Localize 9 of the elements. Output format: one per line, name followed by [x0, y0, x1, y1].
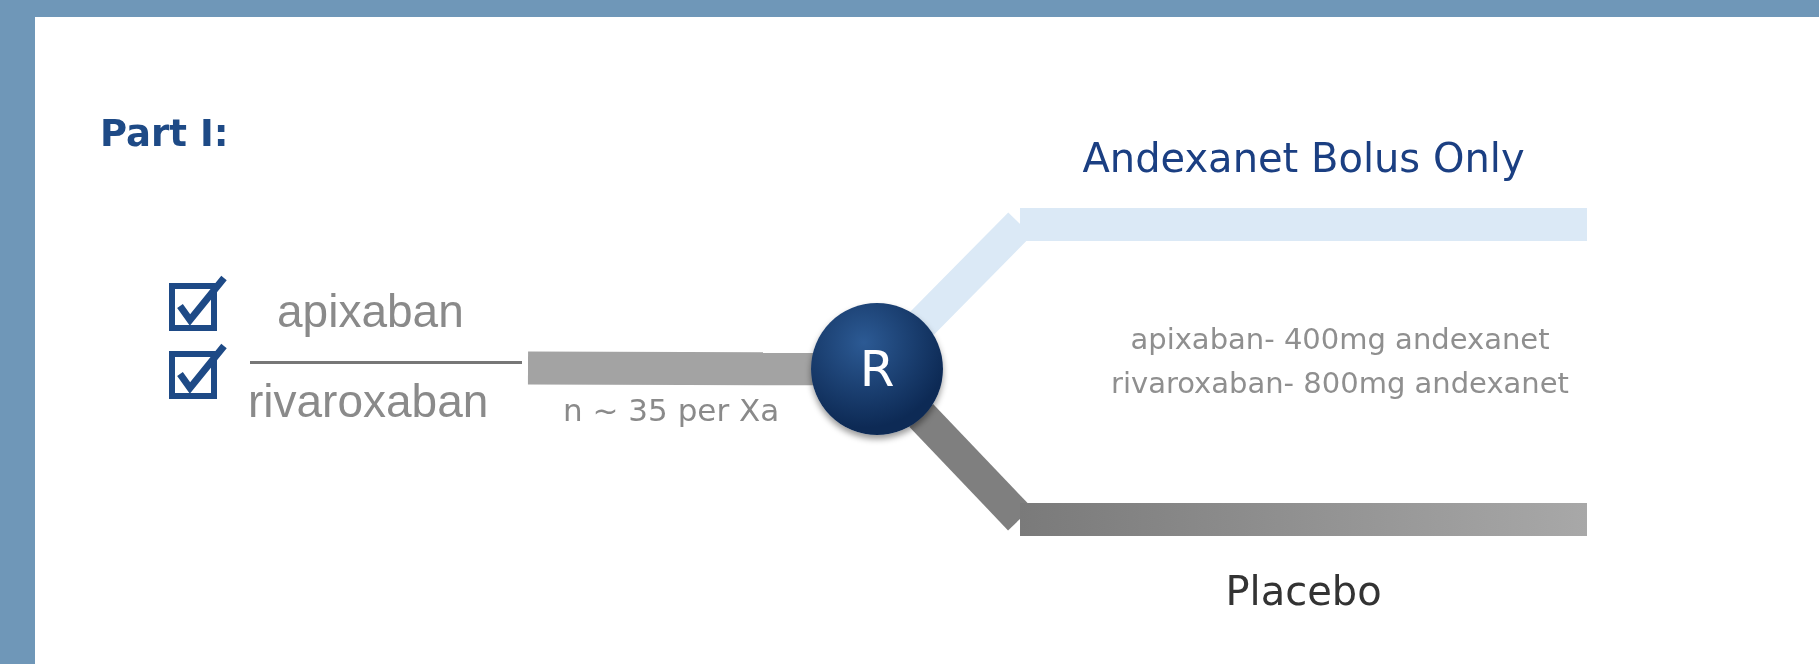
- arm-connector: [527, 351, 814, 386]
- heading: Part I:: [100, 112, 229, 155]
- circle-letter: R: [858, 339, 896, 400]
- drug-name: apixaban: [277, 284, 464, 338]
- dose-note: apixaban- 400mg andexanet: [1129, 322, 1551, 356]
- drug-name: rivaroxaban: [248, 374, 489, 428]
- arm-title: Andexanet Bolus Only: [1081, 135, 1526, 181]
- arm-title: Placebo: [1224, 568, 1383, 614]
- dose-note: rivaroxaban- 800mg andexanet: [1110, 366, 1570, 400]
